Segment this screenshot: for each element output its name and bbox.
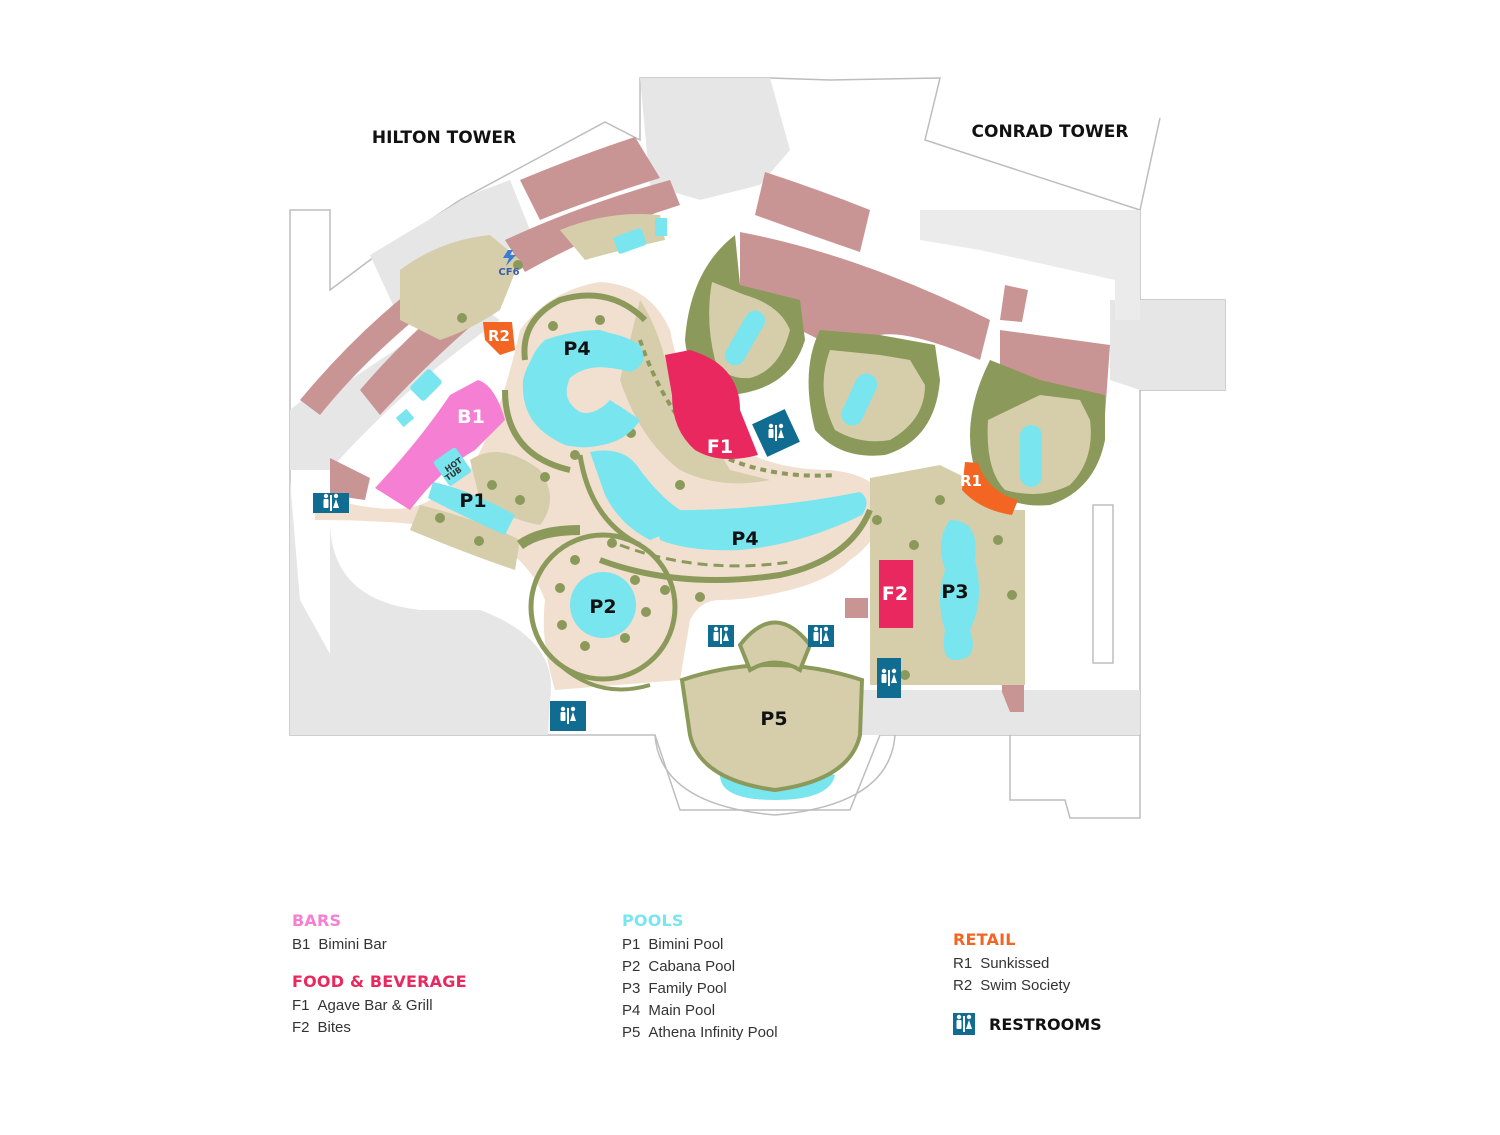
hilton-tower-label: HILTON TOWER <box>372 128 516 148</box>
f1-label[interactable]: F1 <box>707 436 733 458</box>
b1-label[interactable]: B1 <box>457 406 485 428</box>
cf6-label: CF6 <box>498 267 519 278</box>
venue-r1 <box>962 462 1018 515</box>
legend-name: Bimini Pool <box>648 936 724 953</box>
legend-code: F2 <box>292 1019 310 1036</box>
legend-retail: RETAIL R1 Sunkissed R2 Swim Society <box>953 930 1070 997</box>
p4-bottom-label[interactable]: P4 <box>731 528 758 550</box>
legend-name: Bimini Bar <box>318 936 387 953</box>
pool-p1 <box>428 482 515 535</box>
lightning-icon <box>503 250 516 266</box>
p4-top-label[interactable]: P4 <box>563 338 590 360</box>
legend-code: B1 <box>292 936 311 953</box>
r2-label[interactable]: R2 <box>488 327 510 345</box>
legend-item-f1[interactable]: F1 Agave Bar & Grill <box>292 995 467 1017</box>
restroom-icon <box>953 1013 975 1035</box>
p5-terrace <box>654 620 896 816</box>
legend-name: Agave Bar & Grill <box>317 997 433 1014</box>
legend-item-p2[interactable]: P2 Cabana Pool <box>622 956 778 978</box>
legend-item-r2[interactable]: R2 Swim Society <box>953 975 1070 997</box>
restroom-marker-6 <box>752 409 800 457</box>
legend-name: Family Pool <box>648 980 727 997</box>
legend-name: Swim Society <box>980 977 1071 994</box>
legend-item-p1[interactable]: P1 Bimini Pool <box>622 934 778 956</box>
legend-restrooms[interactable]: RESTROOMS <box>953 1013 1102 1035</box>
legend-bars-title: BARS <box>292 911 342 930</box>
legend-name: Cabana Pool <box>648 958 736 975</box>
legend-retail-title: RETAIL <box>953 930 1016 949</box>
legend-item-b1[interactable]: B1 Bimini Bar <box>292 934 467 956</box>
legend-item-f2[interactable]: F2 Bites <box>292 1017 467 1039</box>
pool-p4-crescent-fill <box>524 331 644 448</box>
legend-bars-food: BARS B1 Bimini Bar FOOD & BEVERAGE F1 Agav… <box>292 911 467 1039</box>
legend-item-p4[interactable]: P4 Main Pool <box>622 1000 778 1022</box>
restroom-marker-1 <box>313 493 349 513</box>
legend-pools-title: POOLS <box>622 911 684 930</box>
legend-name: Bites <box>317 1019 351 1036</box>
venues <box>375 322 1018 628</box>
legend-code: R2 <box>953 977 973 994</box>
legend-item-p3[interactable]: P3 Family Pool <box>622 978 778 1000</box>
p5-label[interactable]: P5 <box>760 708 787 730</box>
pool-p2 <box>570 572 636 638</box>
p1-label[interactable]: P1 <box>459 490 486 512</box>
p2-label[interactable]: P2 <box>589 596 616 618</box>
restroom-marker-5 <box>877 658 901 698</box>
legend-name: Sunkissed <box>980 955 1050 972</box>
legend-name: Main Pool <box>648 1002 716 1019</box>
pool-p4-long <box>655 492 867 551</box>
venue-f1 <box>665 350 758 459</box>
legend-restrooms-title: RESTROOMS <box>989 1014 1102 1034</box>
legend-item-r1[interactable]: R1 Sunkissed <box>953 953 1070 975</box>
pool-p3 <box>940 520 979 660</box>
f2-label[interactable]: F2 <box>882 583 908 605</box>
legend-name: Athena Infinity Pool <box>648 1024 778 1041</box>
legend-code: P4 <box>622 1002 641 1019</box>
legend-item-p5[interactable]: P5 Athena Infinity Pool <box>622 1022 778 1044</box>
legend-pools: POOLS P1 Bimini Pool P2 Cabana Pool P3 Fami… <box>622 911 778 1044</box>
legend-code: P5 <box>622 1024 641 1041</box>
tower-gardens <box>685 235 1105 506</box>
venue-f2 <box>879 560 913 628</box>
r1-label[interactable]: R1 <box>960 472 982 490</box>
venue-b1 <box>375 380 505 510</box>
greenery-borders <box>502 292 873 692</box>
restroom-markers <box>313 409 901 731</box>
legend-code: R1 <box>953 955 973 972</box>
venue-r2 <box>483 322 515 355</box>
p3-label[interactable]: P3 <box>941 581 968 603</box>
restroom-marker-2 <box>550 701 586 731</box>
conrad-tower-label: CONRAD TOWER <box>972 122 1129 142</box>
restroom-marker-3 <box>708 625 734 647</box>
legend-code: P3 <box>622 980 641 997</box>
legend-code: P2 <box>622 958 641 975</box>
pool-deck-walkway <box>315 214 1025 690</box>
pool-deck-map: HILTON TOWER CONRAD TOWER P4 P4 P1 P2 P3… <box>289 77 1226 819</box>
legend-food-title: FOOD & BEVERAGE <box>292 972 467 991</box>
legend-code: F1 <box>292 997 310 1014</box>
legend-code: P1 <box>622 936 641 953</box>
restroom-marker-4 <box>808 625 834 647</box>
